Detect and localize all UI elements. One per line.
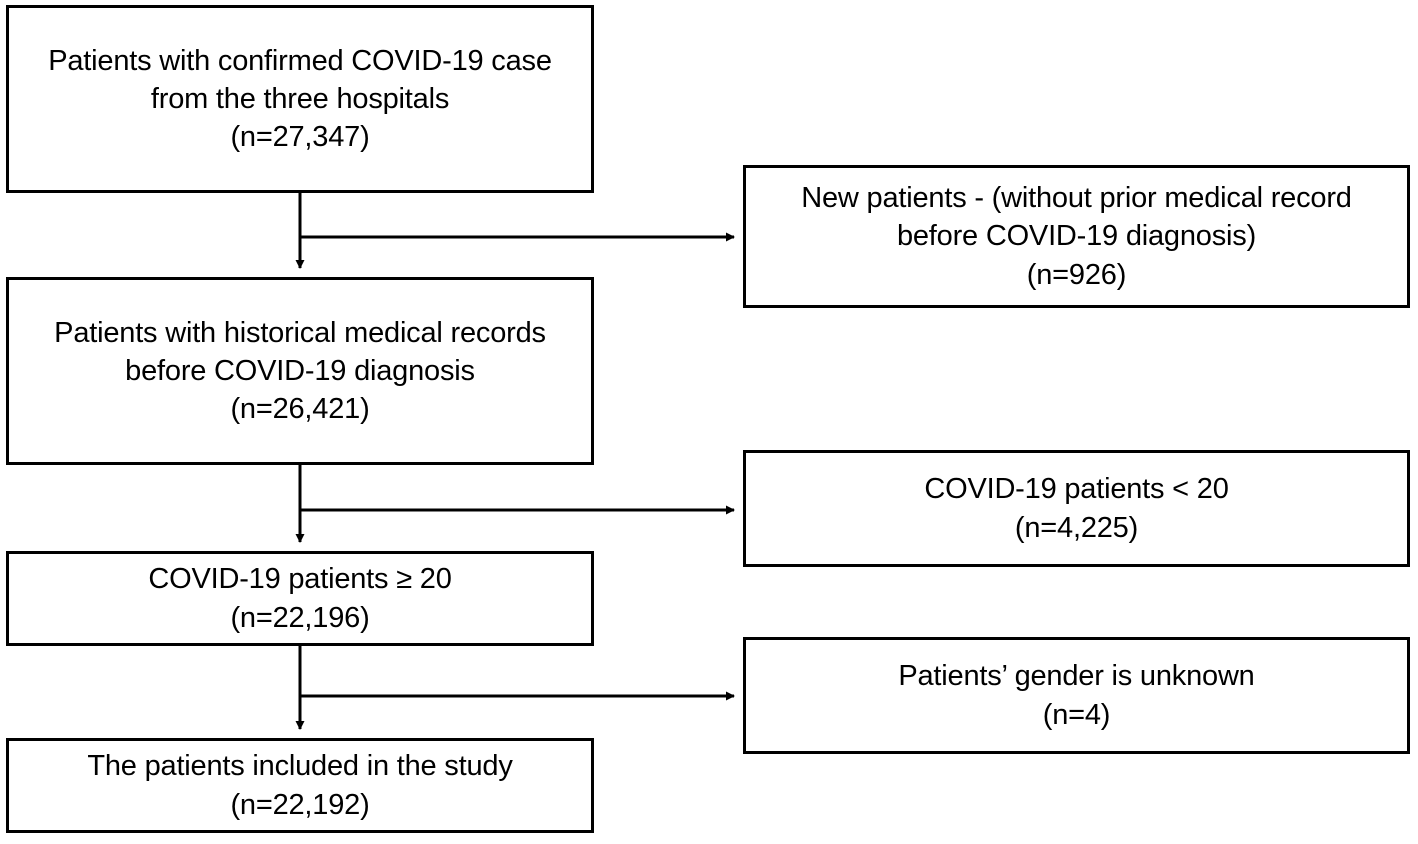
node-excluded-new-patients[interactable]: New patients - (without prior medical re… [743, 165, 1410, 308]
node-text: New patients - (without prior medical re… [801, 182, 1352, 291]
node-patients-age-20-or-older[interactable]: COVID-19 patients ≥ 20 (n=22,196) [6, 551, 594, 646]
node-excluded-unknown-gender[interactable]: Patients’ gender is unknown (n=4) [743, 637, 1410, 754]
node-text: Patients with historical medical records… [54, 316, 546, 426]
node-text: COVID-19 patients < 20 (n=4,225) [924, 473, 1229, 544]
node-patients-included-in-study[interactable]: The patients included in the study (n=22… [6, 738, 594, 833]
node-text: Patients’ gender is unknown (n=4) [898, 660, 1255, 731]
node-patients-with-historical-records[interactable]: Patients with historical medical records… [6, 277, 594, 465]
node-text: Patients with confirmed COVID-19 case fr… [48, 44, 552, 154]
node-confirmed-covid-cases[interactable]: Patients with confirmed COVID-19 case fr… [6, 5, 594, 193]
node-text: COVID-19 patients ≥ 20 (n=22,196) [148, 563, 452, 634]
node-text: The patients included in the study (n=22… [87, 750, 513, 821]
node-excluded-patients-under-20[interactable]: COVID-19 patients < 20 (n=4,225) [743, 450, 1410, 567]
